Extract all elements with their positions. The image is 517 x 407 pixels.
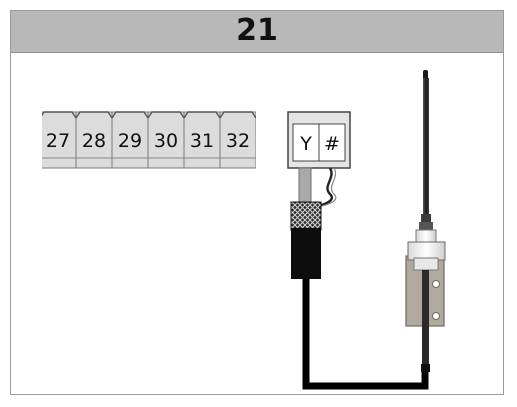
- terminal-cell-body: [183, 111, 221, 169]
- cable-jacket: [291, 228, 429, 390]
- terminal-strip: 27 28 29 30 31 32: [42, 111, 256, 169]
- terminal-cell-body: [219, 111, 256, 169]
- terminal-cell: 28: [75, 111, 113, 169]
- step-header: 21: [11, 11, 503, 53]
- terminal-number: 32: [226, 130, 250, 152]
- terminal-ridge: [42, 111, 77, 119]
- terminal-ridge: [111, 111, 149, 119]
- connector-label-y: Y: [299, 133, 312, 155]
- terminal-number: 27: [46, 130, 70, 152]
- terminal-cell: 30: [147, 111, 185, 169]
- instruction-panel: 21: [10, 10, 504, 395]
- terminal-cell: 31: [183, 111, 221, 169]
- terminal-ridge: [183, 111, 221, 119]
- terminal-ridge: [219, 111, 256, 119]
- shield-drain-wire: [317, 167, 337, 208]
- step-number: 21: [236, 13, 278, 48]
- terminal-cell: 32: [219, 111, 256, 169]
- connector-label-hash: #: [324, 133, 340, 155]
- mounting-bracket: [405, 241, 446, 372]
- terminal-number: 29: [118, 130, 142, 152]
- terminal-number: 30: [154, 130, 178, 152]
- terminal-cell: 29: [111, 111, 149, 169]
- connector-block: Y #: [287, 111, 351, 169]
- terminal-ridge: [75, 111, 113, 119]
- terminal-number: 28: [82, 130, 106, 152]
- terminal-cell-body: [75, 111, 113, 169]
- terminal-ridge: [147, 111, 185, 119]
- cable-core: [298, 167, 312, 205]
- terminal-number: 31: [190, 130, 214, 152]
- antenna-probe: [415, 70, 437, 245]
- braided-shield: [290, 201, 322, 231]
- terminal-cell: 27: [42, 111, 77, 169]
